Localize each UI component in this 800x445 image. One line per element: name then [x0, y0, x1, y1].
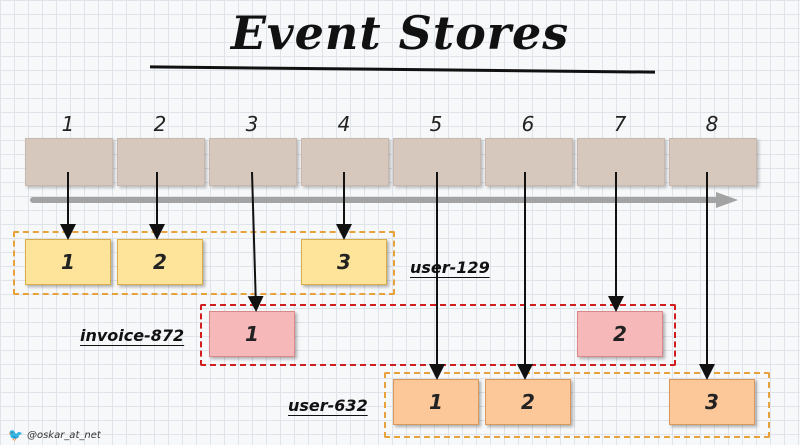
timeline-number: 1 [61, 112, 75, 136]
stream-label-user-632: user-632 [288, 396, 368, 415]
timeline-arrow [30, 197, 720, 203]
timeline-slot [485, 138, 573, 186]
stream-group-user-632 [384, 372, 770, 438]
event-box: 3 [301, 239, 387, 285]
timeline-arrow-head [716, 192, 738, 208]
twitter-bird-icon: 🐦 [8, 428, 23, 442]
stream-label-user-129: user-129 [410, 258, 490, 277]
event-box: 3 [669, 379, 755, 425]
stream-label-invoice-872: invoice-872 [80, 326, 185, 345]
timeline-slot [669, 138, 757, 186]
event-box: 1 [209, 311, 295, 357]
timeline-slot [117, 138, 205, 186]
timeline-number: 2 [153, 112, 167, 136]
event-box: 1 [393, 379, 479, 425]
diagram-title: Event Stores [230, 6, 570, 60]
timeline-number: 6 [521, 112, 535, 136]
footer-handle: @oskar_at_net [26, 429, 101, 441]
timeline-number: 7 [613, 112, 627, 136]
event-box: 2 [117, 239, 203, 285]
stream-group-user-129 [13, 231, 395, 295]
timeline-number: 3 [245, 112, 259, 136]
timeline-number: 8 [705, 112, 719, 136]
timeline-slot [577, 138, 665, 186]
footer-credit: 🐦 @oskar_at_net [8, 428, 101, 442]
timeline-number: 5 [429, 112, 443, 136]
connector-arrow [247, 171, 264, 312]
timeline-number: 4 [337, 112, 351, 136]
